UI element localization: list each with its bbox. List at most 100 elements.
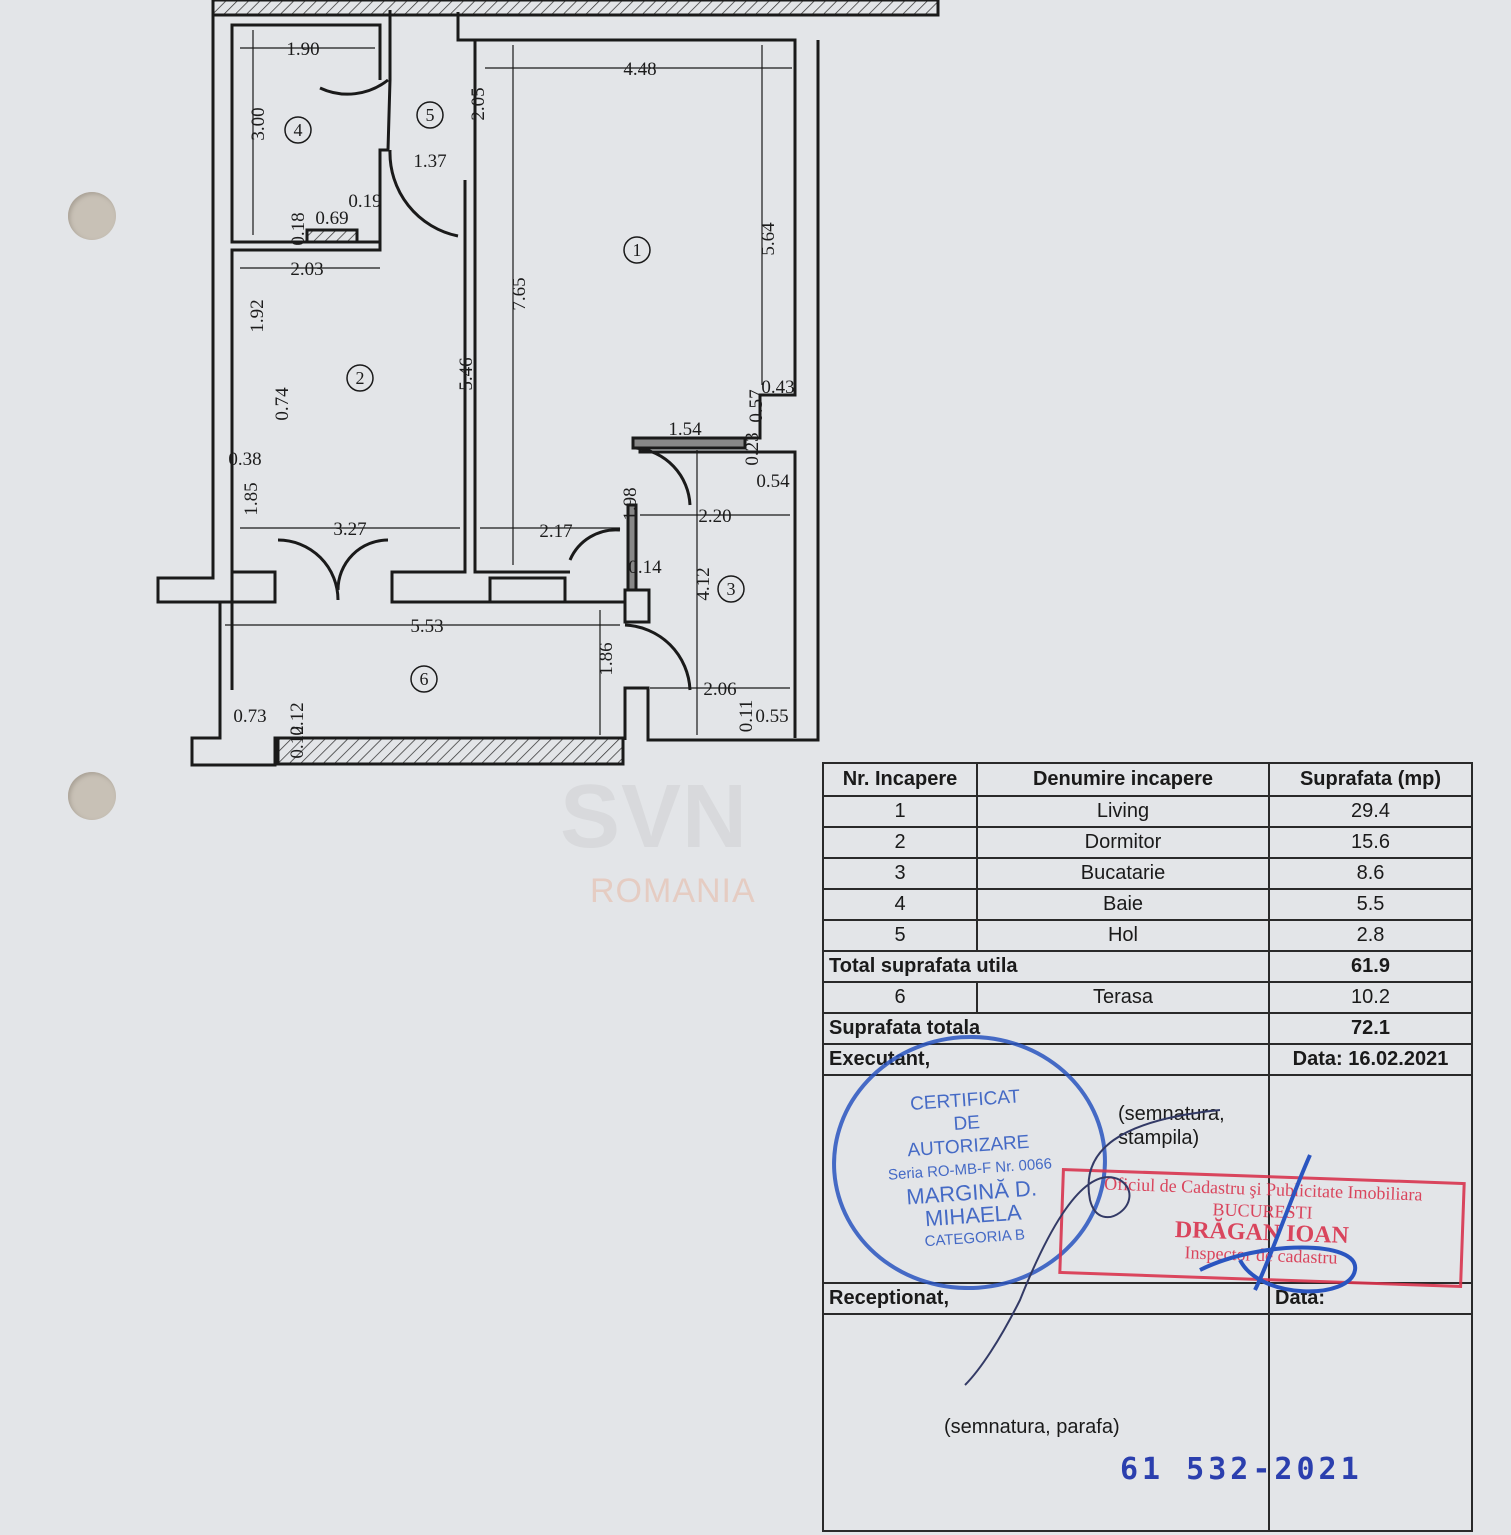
dimension-label: 2.06 [703,679,736,700]
cell-nr: 3 [822,857,978,890]
dimension-label: 5.46 [456,357,477,390]
dimension-label: 0.18 [288,212,309,245]
punch-hole [68,772,116,820]
col-header-nr: Nr. Incapere [822,762,978,797]
cell-area: 8.6 [1268,857,1473,890]
floor-plan: 1.90 4.48 2.05 3.00 1.37 0.190.69 0.18 5.64 2.03… [156,0,940,767]
room-number: 2 [356,368,365,388]
dimension-label: 0.12 [287,702,308,735]
dimension-label: 1.90 [286,39,319,60]
dimension-label: 0.14 [628,557,662,578]
dimension-label: 3.00 [248,107,269,140]
signature-caption-2: (semnatura, parafa) [944,1416,1120,1438]
cell-nr: 2 [822,826,978,859]
dimension-label: 0.57 [746,389,767,422]
dimension-label: 0.73 [233,706,266,727]
col-header-name: Denumire incapere [976,762,1270,797]
cell-name: Living [976,795,1270,828]
watermark-sub: ROMANIA [590,872,756,910]
cell-nr: 6 [822,981,978,1014]
room-marker [717,575,745,603]
room-number: 1 [633,240,642,260]
col-header-area: Suprafata (mp) [1268,762,1473,797]
dimension-label: 1.85 [241,482,262,515]
room-number: 3 [727,579,736,599]
registration-number: 61 532-2021 [1120,1452,1363,1487]
dimension-label: 0.23 [742,432,763,465]
signature-row-2 [822,1313,1473,1532]
room-marker [416,101,444,129]
cell-name: Baie [976,888,1270,921]
cell-name: Dormitor [976,826,1270,859]
cell-area: 5.5 [1268,888,1473,921]
dimension-label: 4.12 [693,567,714,600]
walls [156,0,940,767]
dimension-label: 0.69 [315,208,348,229]
signature-row-1 [822,1074,1473,1284]
dimension-label: 2.05 [468,87,489,120]
room-marker [284,116,312,144]
room-number: 6 [420,669,429,689]
cell-name: Bucatarie [976,857,1270,890]
dimension-label: 0.54 [756,471,790,492]
dimension-label: 2.17 [539,521,572,542]
cell-area: 15.6 [1268,826,1473,859]
total-util-label: Total suprafata utila [822,950,1270,983]
dimension-label: 1.37 [413,151,446,172]
dimension-label: 7.65 [509,277,530,310]
dimension-label: 3.27 [333,519,366,540]
total-util-value: 61.9 [1268,950,1473,983]
cell-area: 10.2 [1268,981,1473,1014]
signature-caption-1: (semnatura, stampila) [1118,1103,1225,1149]
receptionat-row: Receptionat,Data: [822,1282,1473,1315]
room-marker [410,665,438,693]
cell-nr: 4 [822,888,978,921]
room-marker [346,364,374,392]
room-number: 4 [294,120,303,140]
dimension-label: 1.86 [596,642,617,675]
dimension-label: 0.12 [287,725,308,758]
dimension-label: 1.98 [620,487,641,520]
punch-hole [68,192,116,240]
dimension-label: 2.20 [698,506,731,527]
cell-area: 2.8 [1268,919,1473,952]
dimension-label: 0.55 [755,706,788,727]
watermark: SVN [560,767,749,867]
executant-label: Executant, [822,1043,1270,1076]
dimension-label: 0.38 [228,449,261,470]
dimension-label: 5.53 [410,616,443,637]
dimension-label: 4.48 [623,59,656,80]
dimension-label: 1.92 [247,299,268,332]
total-value: 72.1 [1268,1012,1473,1045]
receptionat-date: Data: [1268,1282,1473,1315]
executant-row: Executant,Data: 16.02.2021 [822,1043,1473,1076]
cell-area: 29.4 [1268,795,1473,828]
cell-name: Terasa [976,981,1270,1014]
cell-name: Hol [976,919,1270,952]
dimension-label: 0.19 [348,191,381,212]
cell-nr: 1 [822,795,978,828]
dimension-label: 0.11 [736,700,757,733]
room-number: 5 [426,105,435,125]
receptionat-label: Receptionat, [822,1282,1270,1315]
total-label: Suprafata totala [822,1012,1270,1045]
dimension-label: 1.54 [668,419,702,440]
dimension-label: 0.74 [272,387,293,421]
dimension-label: 0.43 [761,377,794,398]
dimension-label: 2.03 [290,259,323,280]
executant-date: Data: 16.02.2021 [1268,1043,1473,1076]
cell-nr: 5 [822,919,978,952]
dimension-label: 5.64 [758,222,779,256]
room-marker [623,236,651,264]
dimension-lines [225,30,792,735]
